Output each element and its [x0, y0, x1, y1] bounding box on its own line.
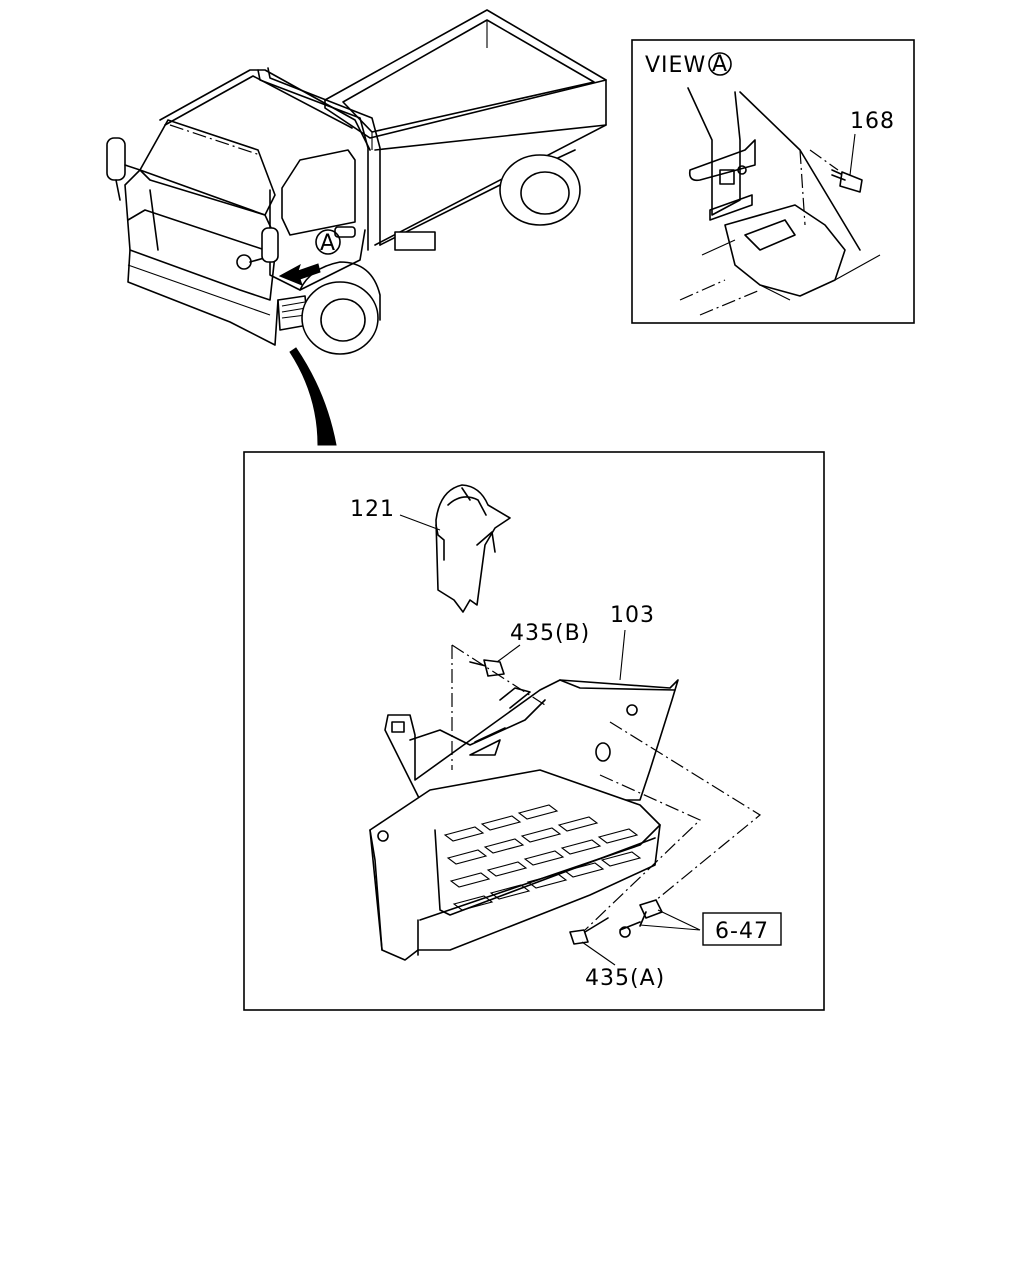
- fastener-group: [569, 721, 762, 945]
- part-435b-bolt: [451, 644, 546, 770]
- part-168-callout: 168: [849, 109, 895, 176]
- svg-text:A: A: [320, 231, 336, 256]
- svg-text:A: A: [712, 52, 728, 77]
- svg-text:168: 168: [850, 109, 895, 134]
- svg-text:6-47: 6-47: [715, 919, 769, 944]
- part-103-callout: 103: [610, 603, 655, 681]
- view-a-frame: [631, 39, 915, 324]
- part-435a-callout: 435(A): [581, 941, 665, 991]
- view-a-illustration: [679, 87, 881, 316]
- part-121-cover: [435, 484, 511, 613]
- part-435b-callout: 435(B): [496, 621, 590, 663]
- svg-text:435(A): 435(A): [585, 966, 665, 991]
- truck-view-marker: A: [315, 229, 341, 256]
- part-121-callout: 121: [350, 497, 441, 531]
- truck-illustration: [106, 9, 607, 355]
- detail-pointer: [289, 347, 337, 446]
- ref-6-47-callout: 6-47: [639, 909, 782, 946]
- view-title: VIEW: [645, 53, 706, 78]
- view-title-marker: A: [708, 52, 732, 77]
- svg-text:121: 121: [350, 497, 395, 522]
- svg-text:435(B): 435(B): [510, 621, 590, 646]
- detail-frame: [243, 451, 825, 1011]
- svg-text:103: 103: [610, 603, 655, 628]
- part-103-step: [369, 679, 679, 961]
